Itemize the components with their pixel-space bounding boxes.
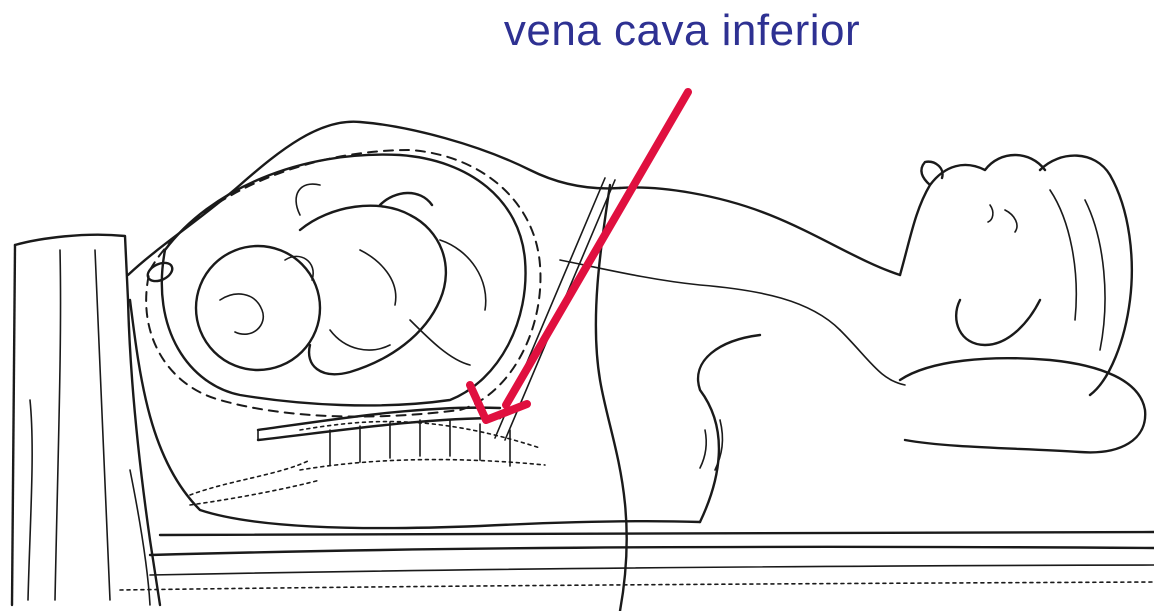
fetus (196, 184, 486, 374)
drape (12, 235, 160, 605)
spine-and-vena-cava (190, 408, 545, 505)
uterus (145, 150, 541, 417)
pointer-arrow (470, 92, 688, 420)
head-and-pillow (900, 155, 1145, 452)
bed (120, 532, 1154, 590)
